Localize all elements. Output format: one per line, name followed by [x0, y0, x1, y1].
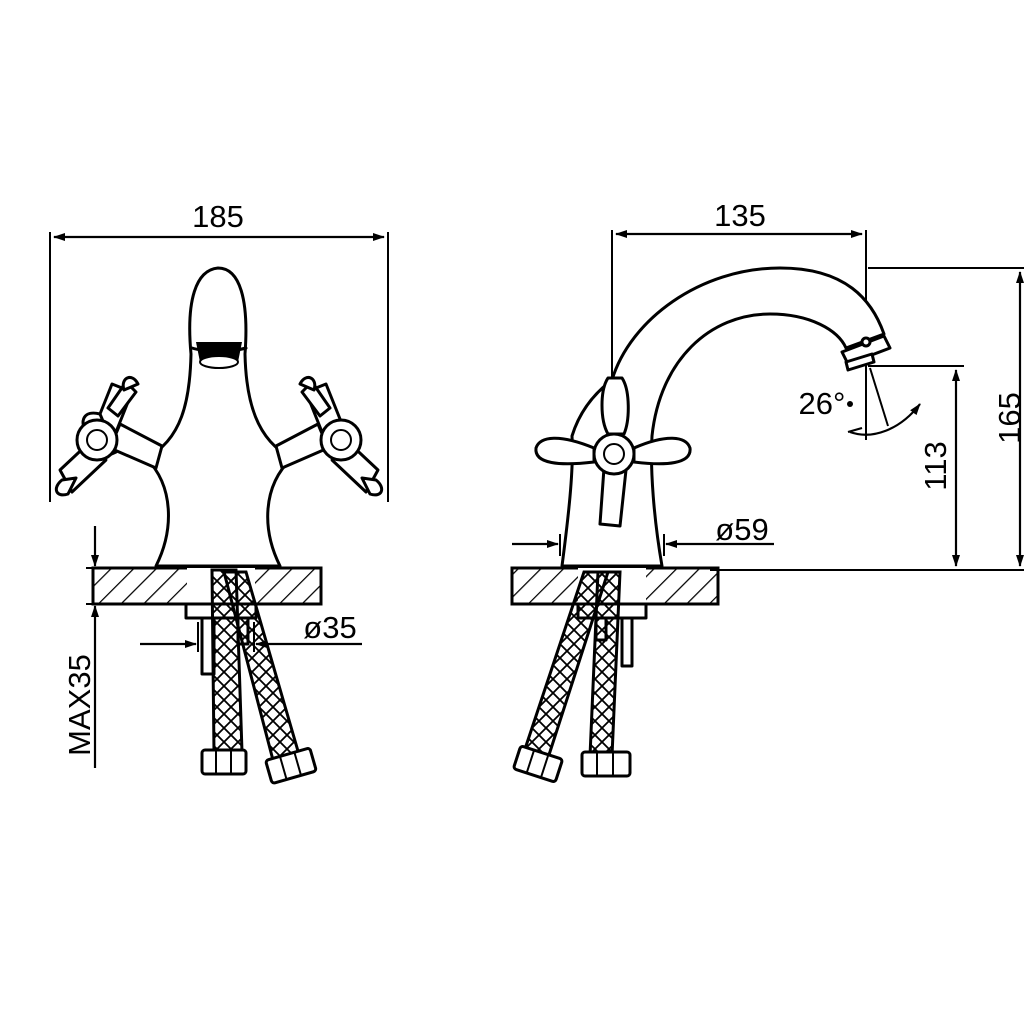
side-cross-handle	[534, 376, 692, 528]
front-width-dimension: 185	[49, 199, 389, 502]
total-height-label: 165	[992, 392, 1024, 444]
front-view: 185	[49, 199, 389, 785]
body-diameter-dimension: ø59	[512, 512, 774, 556]
side-supply-hoses	[512, 570, 632, 783]
spout-height-label: 113	[918, 441, 953, 490]
max-thickness-label: MAX35	[62, 654, 97, 756]
front-left-handle	[54, 375, 164, 497]
spout-angle-annotation: 26°	[799, 366, 921, 436]
side-faucet-body	[560, 266, 892, 568]
front-faucet-body	[144, 266, 294, 568]
front-supply-hoses	[200, 568, 318, 785]
total-height-dimension: 165	[710, 267, 1024, 571]
front-right-handle	[274, 375, 384, 497]
hole-diameter-label: ø35	[303, 610, 356, 645]
side-view: 135 165 113 ø59	[510, 198, 1024, 783]
side-reach-label: 135	[714, 198, 766, 233]
hole-diameter-dimension: ø35	[140, 610, 362, 652]
front-countertop	[91, 566, 323, 608]
spout-angle-label: 26°	[799, 386, 846, 421]
side-reach-dimension: 135	[611, 198, 867, 542]
max-thickness-dimension: MAX35	[62, 526, 118, 768]
body-diameter-label: ø59	[715, 512, 768, 547]
front-width-label: 185	[192, 199, 244, 234]
spout-height-dimension: 113	[868, 365, 964, 567]
